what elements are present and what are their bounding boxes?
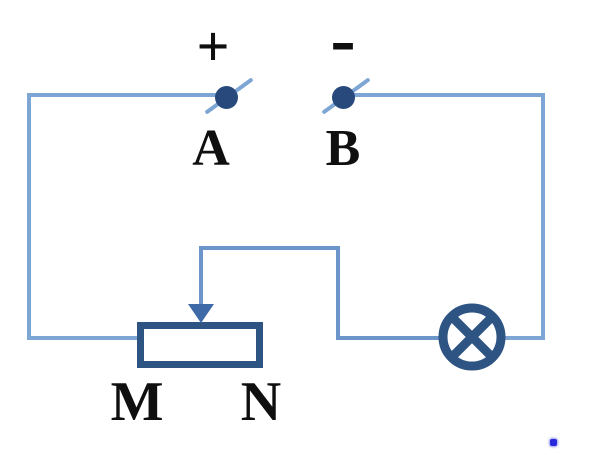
slider-arrow-icon bbox=[188, 304, 214, 323]
wire-lamp-to-right bbox=[503, 336, 545, 340]
terminal-b-node-icon bbox=[332, 86, 355, 109]
rheostat-m-label: M bbox=[110, 371, 164, 433]
wire-right-vertical bbox=[541, 93, 545, 340]
wire-left-vertical bbox=[27, 93, 31, 340]
terminal-b-label: B bbox=[325, 120, 361, 177]
terminal-a-label: A bbox=[192, 120, 230, 177]
rheostat-n-label: N bbox=[240, 371, 282, 433]
terminal-a-node-icon bbox=[215, 86, 238, 109]
wire-slider-stem bbox=[199, 246, 203, 308]
wire-top-left bbox=[27, 93, 218, 97]
wire-top-right bbox=[352, 93, 545, 97]
rheostat-body-icon bbox=[137, 322, 263, 368]
wire-slider-branch-down bbox=[336, 246, 340, 340]
wire-slider-branch-top bbox=[199, 246, 340, 250]
stray-dot-icon bbox=[550, 439, 557, 446]
lamp-icon bbox=[438, 303, 506, 371]
wire-branch-to-lamp bbox=[336, 336, 440, 340]
wire-bottom-left bbox=[27, 336, 140, 340]
positive-sign-label: + bbox=[196, 14, 230, 79]
negative-sign-label: - bbox=[330, 0, 356, 81]
